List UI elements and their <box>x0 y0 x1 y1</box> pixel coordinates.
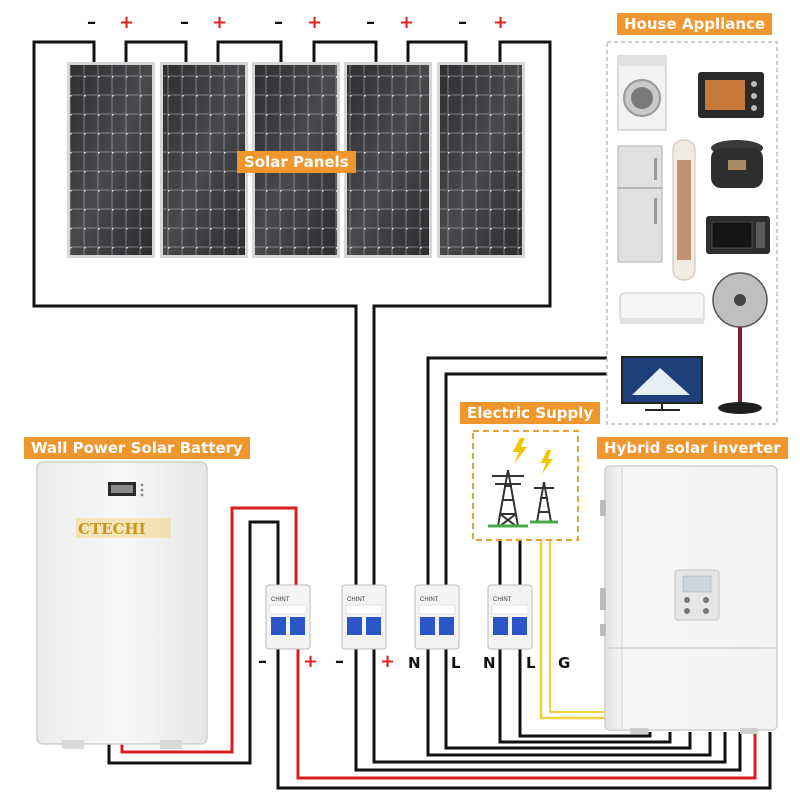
breaker-4-l: L <box>526 654 536 672</box>
breaker-3-n: N <box>408 654 421 672</box>
ground-wire <box>539 540 616 720</box>
breaker-2: CHINT <box>341 584 387 650</box>
inverter-panel <box>674 569 720 621</box>
air-conditioner-icon <box>619 292 705 324</box>
breaker-1-brand: CHINT <box>271 597 290 603</box>
breaker-1-minus: – <box>258 651 267 672</box>
power-tower-icon <box>488 469 558 528</box>
solar-panel-2 <box>160 62 248 258</box>
battery-logo-text: CTECHI <box>78 520 146 538</box>
rice-cooker-icon <box>711 140 763 188</box>
panel-5-minus: – <box>458 12 467 33</box>
panel-wiring <box>32 40 552 585</box>
air-purifier-icon <box>672 139 696 281</box>
breaker-4-brand: CHINT <box>493 597 512 603</box>
battery-label: Wall Power Solar Battery <box>24 437 250 459</box>
breaker-1: CHINT <box>265 584 311 650</box>
lightning-icon <box>513 438 553 474</box>
panel-5-plus: + <box>493 12 509 33</box>
appliance-wiring <box>426 356 607 585</box>
ground-g: G <box>558 654 571 672</box>
breaker-3-l: L <box>451 654 461 672</box>
solar-panel-5 <box>437 62 525 258</box>
breaker-2-plus: + <box>380 651 396 672</box>
solar-panel-1 <box>67 62 155 258</box>
fan-icon <box>712 272 768 414</box>
microwave-icon <box>706 216 770 254</box>
breaker-3: CHINT <box>414 584 460 650</box>
washing-machine-icon <box>617 55 667 131</box>
battery-logo: CTECHI <box>76 518 171 538</box>
panel-3-minus: – <box>274 12 283 33</box>
grid-wiring <box>498 540 522 585</box>
solar-panel-4 <box>344 62 432 258</box>
house-appliance-box <box>606 41 778 425</box>
breaker-3-brand: CHINT <box>420 597 439 603</box>
electric-supply-label: Electric Supply <box>460 402 601 424</box>
breaker-1-plus: + <box>303 651 319 672</box>
panel-2-plus: + <box>212 12 228 33</box>
solar-panels-label: Solar Panels <box>237 151 356 173</box>
breaker-4: CHINT <box>487 584 533 650</box>
panel-2-minus: – <box>180 12 189 33</box>
house-appliance-label: House Appliance <box>617 13 773 35</box>
breaker-4-n: N <box>483 654 496 672</box>
hybrid-inverter <box>600 465 778 734</box>
inverter-wiring <box>276 648 772 790</box>
oven-icon <box>698 72 764 118</box>
breaker-2-minus: – <box>335 651 344 672</box>
panel-1-plus: + <box>119 12 135 33</box>
electric-supply-box <box>472 430 579 541</box>
panel-4-minus: – <box>366 12 375 33</box>
breaker-2-brand: CHINT <box>347 597 366 603</box>
ground-wire-2 <box>549 540 616 713</box>
panel-4-plus: + <box>399 12 415 33</box>
wall-battery: CTECHI <box>36 461 208 749</box>
tv-icon <box>621 356 703 411</box>
fridge-icon <box>617 145 663 263</box>
panel-1-minus: – <box>87 12 96 33</box>
battery-wiring <box>107 506 298 765</box>
panel-3-plus: + <box>307 12 323 33</box>
inverter-label: Hybrid solar inverter <box>597 437 788 459</box>
